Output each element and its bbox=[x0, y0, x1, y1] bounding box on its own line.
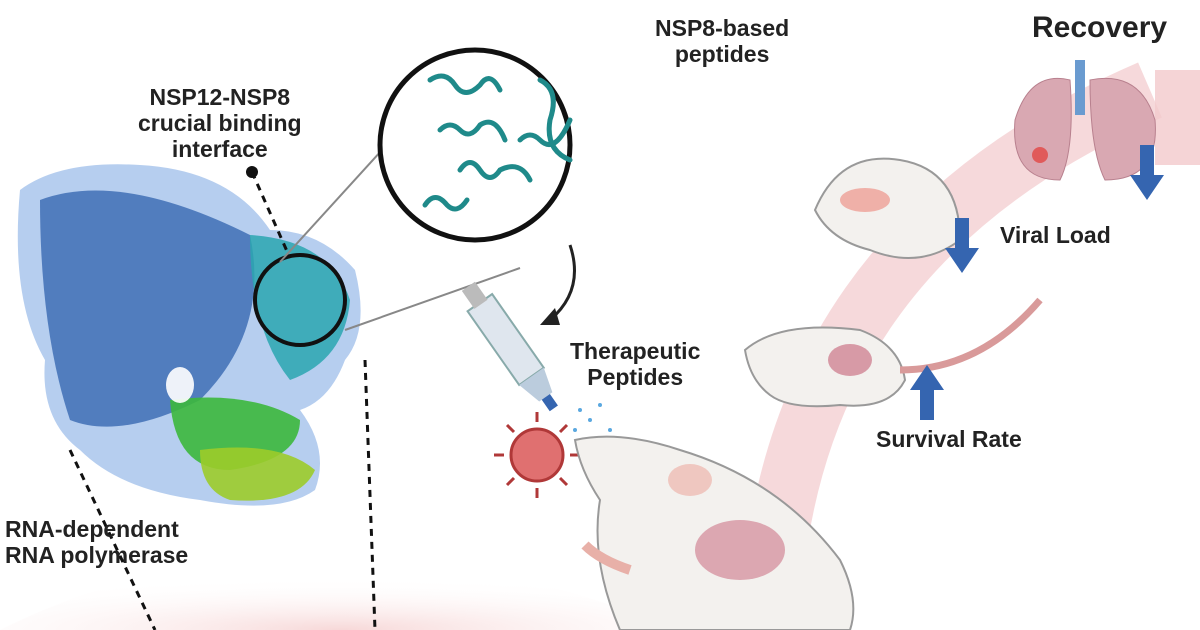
arrow-up-icon bbox=[910, 365, 944, 420]
label-line: peptides bbox=[674, 41, 770, 67]
recovering-mouse bbox=[743, 297, 1043, 408]
label-line: NSP12-NSP8 bbox=[149, 84, 291, 110]
viral-load-label: Viral Load bbox=[1000, 222, 1111, 248]
label-line: interface bbox=[171, 136, 268, 162]
label-line: NSP8-based bbox=[655, 15, 790, 41]
lung-icon bbox=[695, 520, 785, 580]
zoom-line bbox=[344, 267, 521, 331]
interface-pointer bbox=[250, 171, 292, 259]
recovered-mouse-head bbox=[813, 157, 962, 259]
binding-site-circle bbox=[253, 253, 347, 347]
rdrp-protein-structure bbox=[17, 164, 361, 506]
peptide-zoom-circle bbox=[377, 47, 573, 243]
recovery-label: Recovery bbox=[1032, 11, 1168, 44]
nsp8-peptides-label: NSP8-based peptides bbox=[655, 15, 789, 67]
arc-end bbox=[1155, 70, 1200, 165]
label-line: Therapeutic bbox=[570, 338, 701, 364]
recovered-lungs bbox=[1014, 60, 1156, 181]
arrow-down-icon bbox=[945, 218, 979, 273]
background-glow bbox=[0, 555, 680, 630]
therapeutic-peptides-label: Therapeutic Peptides bbox=[570, 338, 700, 390]
label-line: crucial binding bbox=[138, 110, 302, 136]
label-line: Peptides bbox=[587, 364, 684, 390]
arrow-down-icon bbox=[1130, 145, 1164, 200]
treated-mouse bbox=[573, 435, 855, 630]
label-line: RNA polymerase bbox=[5, 542, 189, 568]
rdrp-label: RNA-dependent RNA polymerase bbox=[5, 516, 188, 568]
survival-rate-label: Survival Rate bbox=[876, 426, 1022, 452]
binding-interface-label: NSP12-NSP8 crucial binding interface bbox=[138, 84, 302, 162]
dashed-pointer bbox=[363, 359, 377, 630]
syringe-icon bbox=[461, 281, 558, 412]
virus-icon bbox=[494, 412, 580, 498]
curved-arrow-icon bbox=[549, 244, 576, 322]
label-line: RNA-dependent bbox=[5, 516, 179, 542]
peptide-structures bbox=[422, 73, 573, 212]
arrow-head bbox=[540, 308, 560, 325]
